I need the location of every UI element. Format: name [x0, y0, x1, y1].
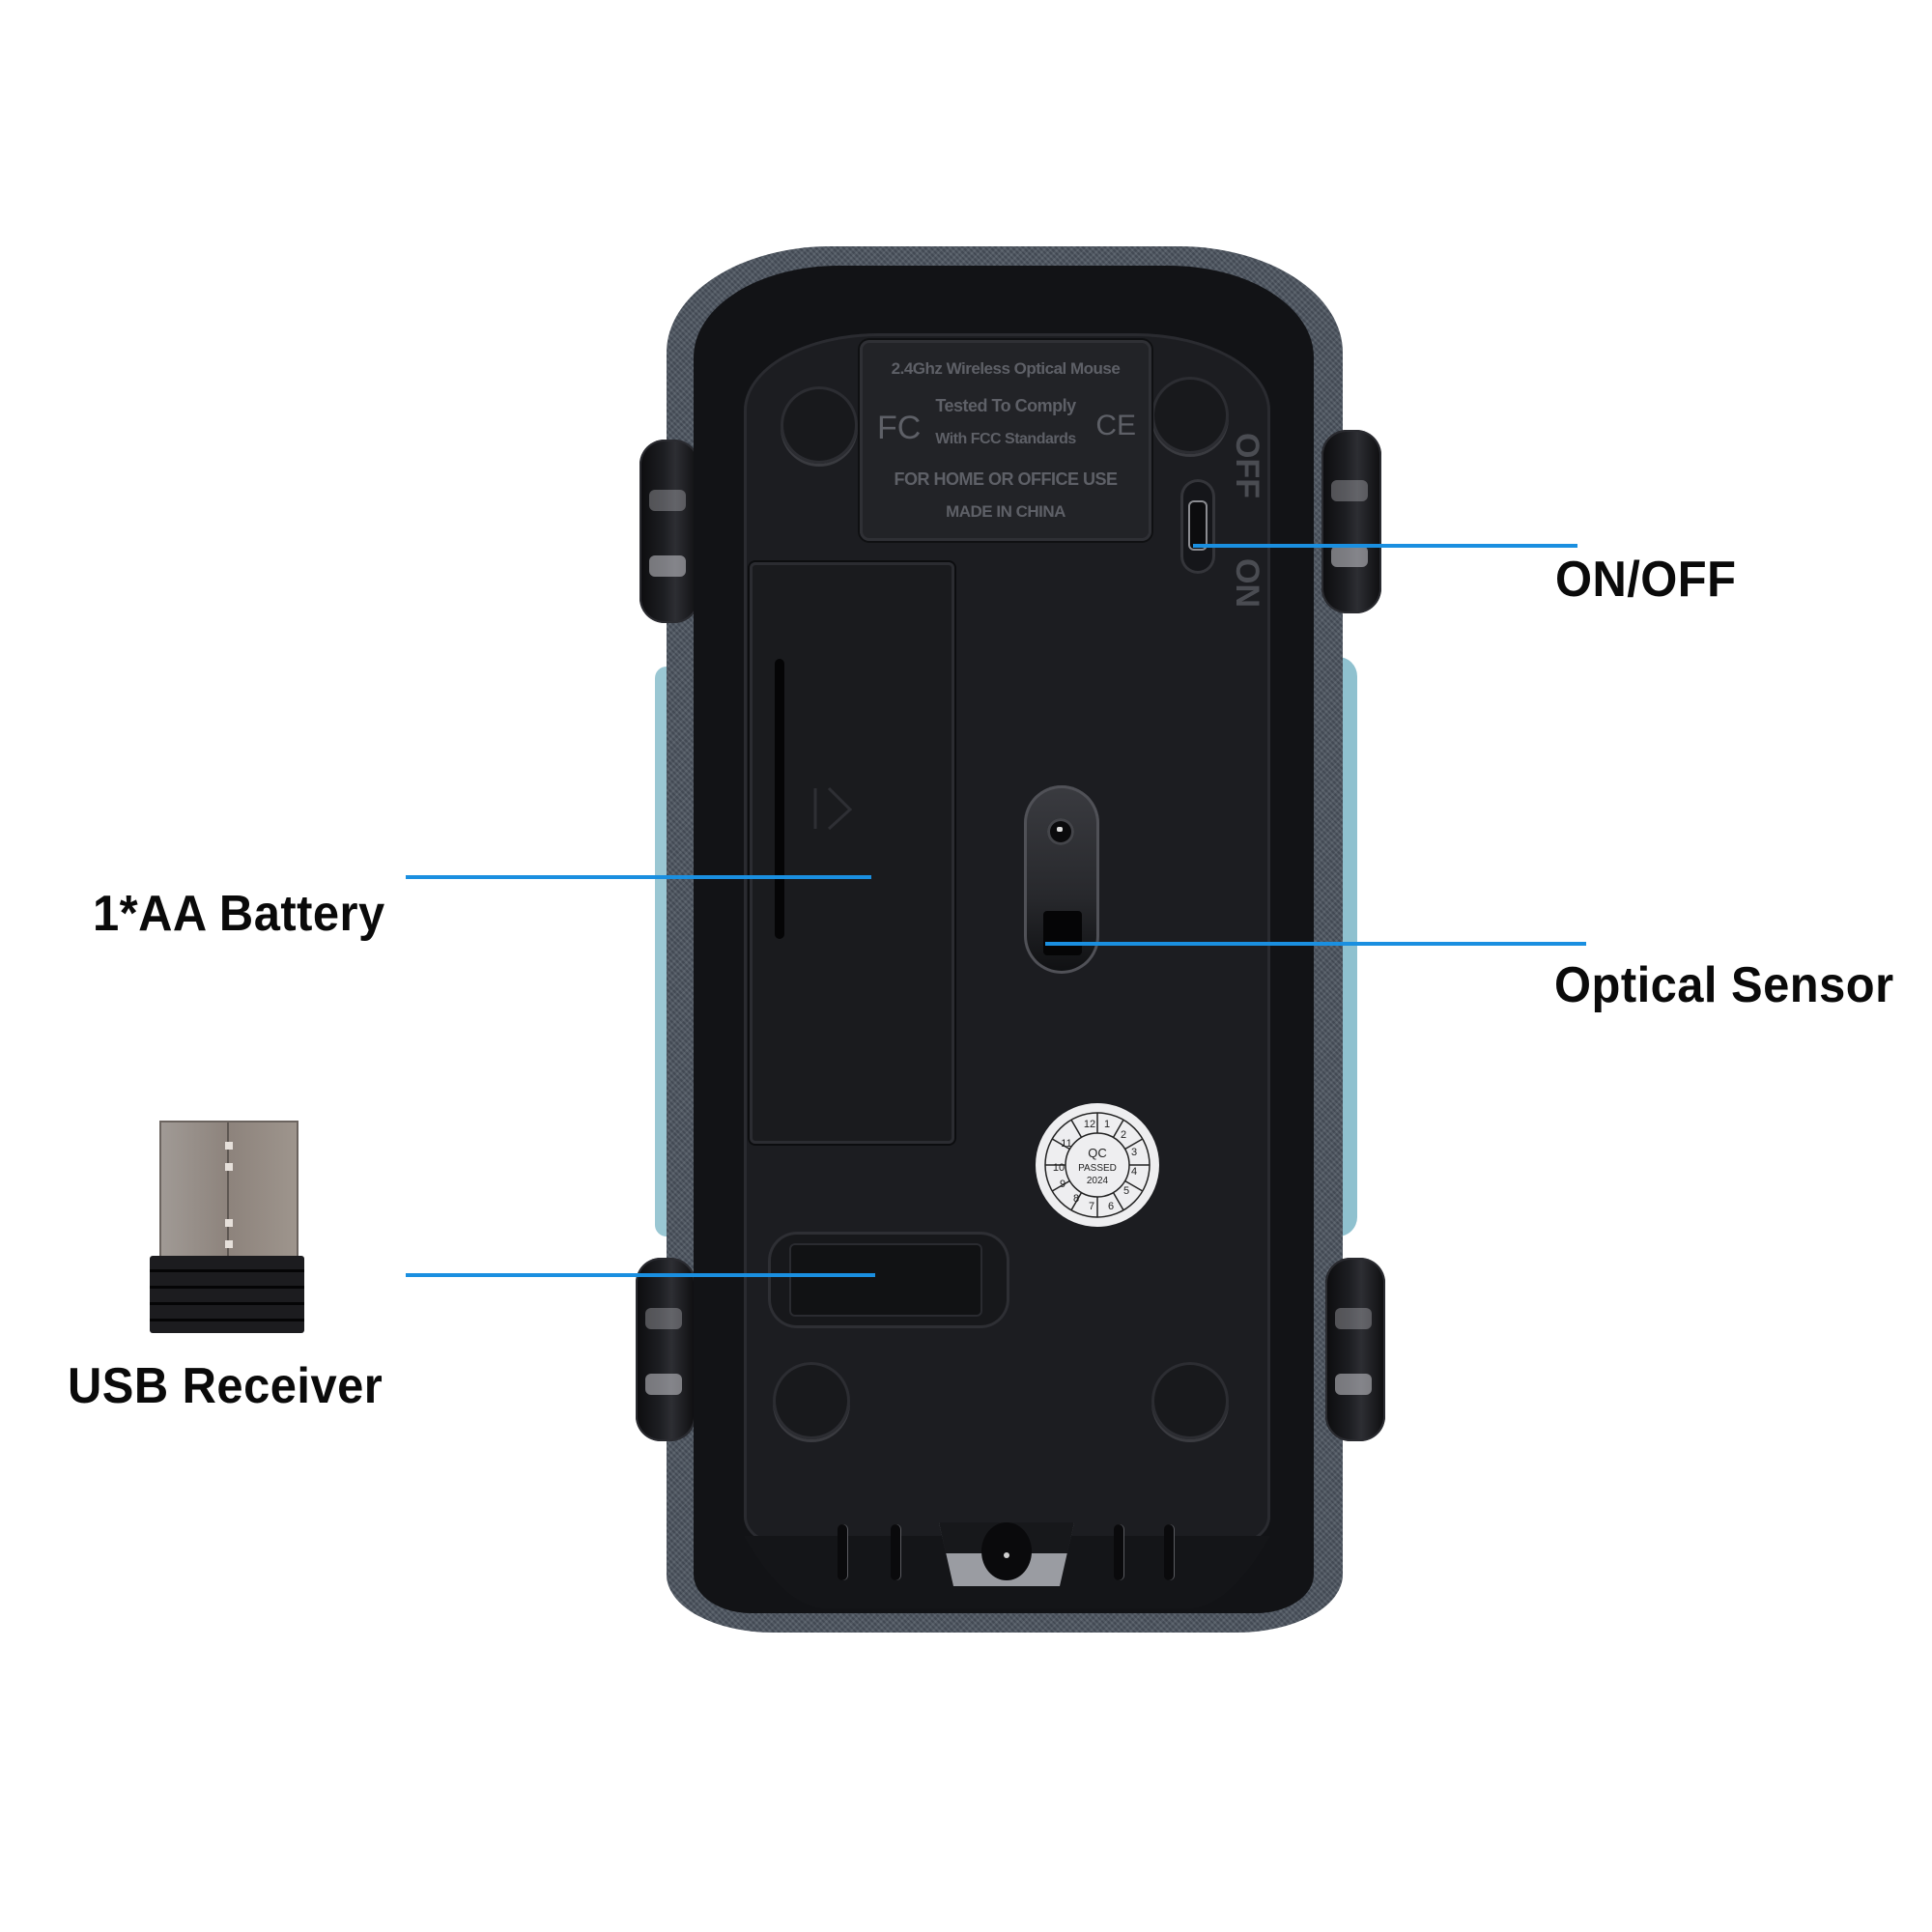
vent-slot: [1164, 1524, 1174, 1580]
svg-text:3: 3: [1131, 1147, 1137, 1158]
wheel-rear-left: [636, 1258, 696, 1441]
power-switch[interactable]: [1180, 479, 1215, 574]
svg-text:1: 1: [1104, 1119, 1110, 1130]
vent-slot: [1114, 1524, 1123, 1580]
svg-text:PASSED: PASSED: [1078, 1163, 1117, 1174]
usb-receiver-label: USB Receiver: [68, 1358, 384, 1414]
plate-line: FOR HOME OR OFFICE USE: [894, 469, 1118, 489]
svg-text:9: 9: [1060, 1179, 1065, 1190]
battery-door-grip-slot: [775, 659, 784, 939]
receiver-storage-slot[interactable]: [768, 1232, 1009, 1328]
qc-passed-sticker: 12 12 3 45 6 78 9 10 11 QC PASSED 2024: [1036, 1103, 1159, 1227]
plate-line: Tested To Comply: [935, 396, 1076, 415]
svg-text:12: 12: [1084, 1119, 1095, 1130]
svg-text:11: 11: [1061, 1138, 1071, 1150]
product-label-plate: 2.4Ghz Wireless Optical Mouse Tested To …: [860, 340, 1151, 541]
sensor-lens-icon: [1047, 818, 1074, 845]
plate-line: 2.4Ghz Wireless Optical Mouse: [891, 359, 1121, 378]
receiver-leader-line: [406, 1273, 875, 1277]
wheel-rear-right: [1325, 1258, 1385, 1441]
mouse-foot-front-left: [781, 386, 858, 464]
svg-text:2024: 2024: [1087, 1176, 1109, 1186]
optical-sensor-leader-line: [1045, 942, 1586, 946]
wheel-front-right: [1321, 430, 1381, 613]
switch-off-label: OFF: [1229, 433, 1265, 498]
svg-text:QC: QC: [1088, 1146, 1107, 1160]
svg-text:4: 4: [1131, 1166, 1137, 1178]
open-arrow-icon: [813, 786, 853, 831]
svg-text:10: 10: [1053, 1162, 1065, 1174]
usb-receiver-housing: [150, 1256, 304, 1333]
optical-sensor-label: Optical Sensor: [1554, 957, 1894, 1013]
svg-text:8: 8: [1073, 1193, 1079, 1205]
power-switch-leader-line: [1193, 544, 1577, 548]
ce-logo-icon: CE: [1095, 410, 1136, 441]
usb-receiver-connector: [159, 1121, 298, 1277]
sensor-window: [1043, 911, 1082, 955]
svg-text:7: 7: [1089, 1201, 1094, 1212]
fcc-logo-icon: FC: [877, 410, 922, 446]
plate-line: With FCC Standards: [935, 431, 1076, 447]
plate-line: MADE IN CHINA: [946, 502, 1065, 521]
receiver-slot-cover: [789, 1243, 982, 1317]
vent-slot: [891, 1524, 900, 1580]
svg-text:5: 5: [1123, 1185, 1129, 1197]
switch-on-label: ON: [1229, 558, 1265, 608]
mouse-foot-rear-left: [773, 1362, 850, 1439]
vent-slot: [838, 1524, 847, 1580]
mouse-foot-front-right: [1151, 377, 1229, 454]
battery-leader-line: [406, 875, 871, 879]
power-switch-knob[interactable]: [1188, 500, 1208, 551]
mouse-foot-rear-right: [1151, 1362, 1229, 1439]
wheel-front-left: [639, 440, 699, 623]
svg-text:6: 6: [1108, 1201, 1114, 1212]
battery-compartment-door[interactable]: [750, 562, 954, 1144]
nose-screw-recess: [939, 1522, 1074, 1586]
battery-label: 1*AA Battery: [93, 886, 385, 942]
svg-text:2: 2: [1121, 1129, 1126, 1141]
power-switch-label: ON/OFF: [1555, 552, 1737, 608]
